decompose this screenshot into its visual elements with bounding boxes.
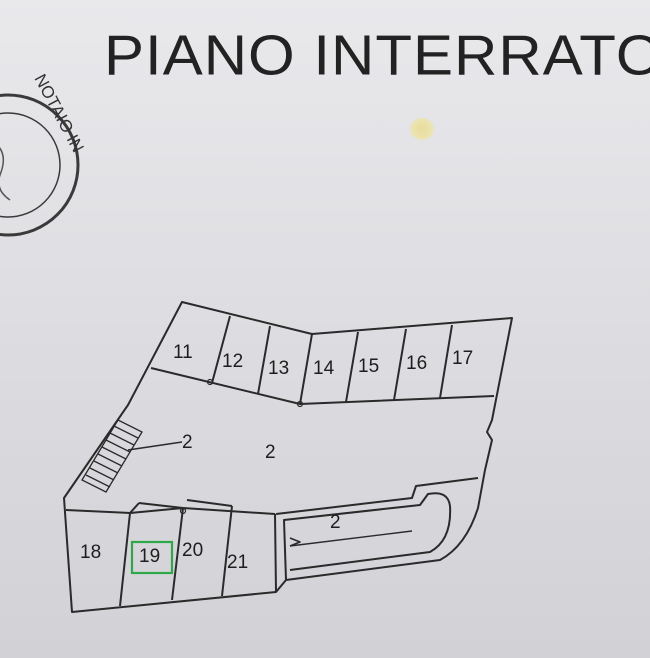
ramp-label: 2	[330, 512, 341, 533]
unit-19: 19	[139, 546, 160, 567]
unit-16: 16	[406, 353, 427, 374]
page-title: PIANO INTERRATO	[104, 22, 650, 87]
common-area-label: 2	[265, 442, 276, 463]
staircase	[81, 419, 143, 493]
unit-21: 21	[227, 552, 248, 573]
unit-14: 14	[313, 358, 335, 379]
unit-11: 11	[173, 342, 193, 363]
unit-19-highlight	[130, 540, 174, 575]
unit-20: 20	[182, 540, 203, 561]
unit-15: 15	[358, 356, 379, 377]
unit-17: 17	[452, 348, 473, 369]
paper-stain	[410, 118, 434, 140]
unit-12: 12	[222, 351, 243, 372]
stair-label: 2	[182, 432, 193, 453]
unit-13: 13	[268, 358, 289, 379]
unit-18: 18	[80, 542, 101, 563]
